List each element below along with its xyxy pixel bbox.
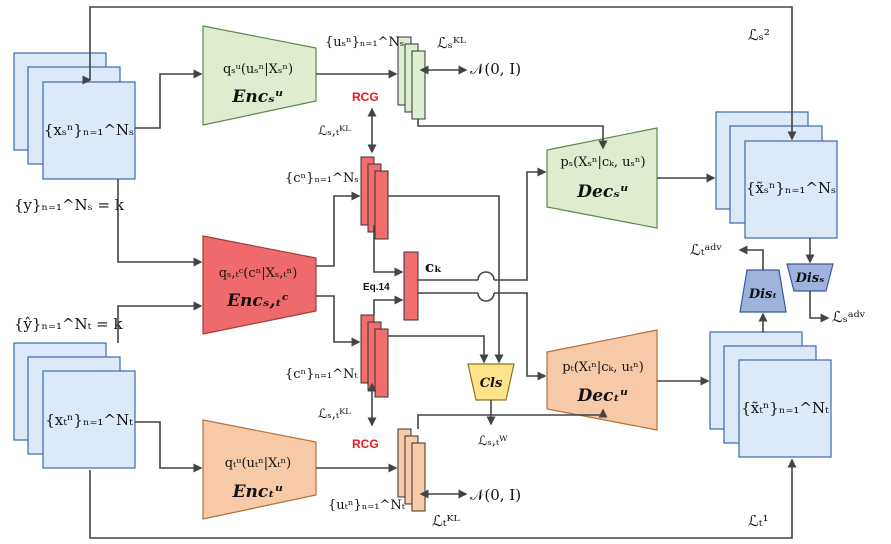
- source-recon-stack: [715, 111, 838, 239]
- enc-c-formula: qₛ,ₜᶜ(cⁿ|Xₛ,ₜⁿ): [219, 266, 298, 281]
- eq14-label: Eq.14: [363, 282, 390, 293]
- source-decoder: [546, 127, 658, 229]
- target-private-encoder: [202, 419, 317, 520]
- classifier: [467, 363, 515, 401]
- ut-set-label: {uₜⁿ}ₙ₌₁^Nₜ: [328, 498, 406, 513]
- source-input-stack: [13, 52, 136, 180]
- source-private-encoder: [202, 25, 317, 126]
- shared-content-encoder: [202, 235, 317, 335]
- recon-t-label: {x̃ₜⁿ}ₙ₌₁^Nₜ: [741, 399, 829, 417]
- recon-s-loss: ℒₛ²: [748, 26, 770, 44]
- kl-s-loss: ℒₛᴷᴸ: [437, 34, 467, 52]
- rcg-bottom-label: RCG: [352, 437, 379, 451]
- ct-set-label: {cⁿ}ₙ₌₁^Nₜ: [285, 367, 358, 382]
- dec-t-name: Decₜᵘ: [576, 386, 628, 406]
- class-prototype-ck: [403, 251, 419, 321]
- kl-t-loss: ℒₜᴷᴸ: [432, 512, 461, 530]
- enc-s-formula: qₛᵘ(uₛⁿ|Xₛⁿ): [223, 62, 293, 77]
- normal-prior-top: 𝒩(0, I): [470, 60, 521, 78]
- dec-t-formula: pₜ(Xₜⁿ|cₖ, uₜⁿ): [562, 360, 644, 375]
- kl-st-top-loss: ℒₛ,ₜᴷᴸ: [318, 124, 351, 139]
- rcg-top-label: RCG: [352, 90, 379, 104]
- connectors: [89, 6, 830, 539]
- target-discriminator: [739, 269, 787, 313]
- source-input-label: {xₛⁿ}ₙ₌₁^Nₛ: [44, 121, 134, 139]
- normal-prior-bottom: 𝒩(0, I): [470, 486, 521, 504]
- ck-label: cₖ: [425, 258, 442, 276]
- enc-s-name: Encₛᵘ: [231, 87, 283, 107]
- cs-set-label: {cⁿ}ₙ₌₁^Nₛ: [285, 171, 359, 186]
- target-content-latent: [360, 314, 389, 398]
- source-discriminator: [786, 263, 834, 292]
- adv-s-loss: ℒₛᵃᵈᵛ: [832, 308, 866, 326]
- enc-t-formula: qₜᵘ(uₜⁿ|Xₜⁿ): [225, 456, 292, 471]
- target-decoder: [546, 329, 658, 431]
- target-recon-stack: [709, 331, 832, 458]
- source-content-latent: [360, 156, 389, 240]
- adv-t-loss: ℒₜᵃᵈᵛ: [690, 241, 722, 259]
- us-set-label: {uₛⁿ}ₙ₌₁^Nₛ: [325, 35, 404, 50]
- enc-c-name: Encₛ,ₜᶜ: [226, 291, 289, 311]
- enc-t-name: Encₜᵘ: [232, 482, 284, 502]
- dec-s-formula: pₛ(Xₛⁿ|cₖ, uₛⁿ): [560, 155, 645, 170]
- kl-st-bottom-loss: ℒₛ,ₜᴷᴸ: [318, 407, 351, 422]
- dec-s-name: Decₛᵘ: [576, 182, 628, 202]
- recon-s-label: {x̃ₛⁿ}ₙ₌₁^Nₛ: [746, 179, 836, 197]
- wasserstein-loss: ℒₛ,ₜᵂ: [478, 434, 508, 449]
- recon-t-loss: ℒₜ¹: [748, 512, 769, 530]
- cls-name: Cls: [480, 376, 503, 391]
- dis-t-name: Disₜ: [748, 287, 778, 302]
- target-private-latent: [397, 428, 426, 512]
- target-input-stack: [13, 342, 136, 469]
- source-label-set: {y}ₙ₌₁^Nₛ = k: [14, 196, 125, 214]
- target-label-set: {ŷ}ₙ₌₁^Nₜ = k: [14, 315, 123, 333]
- target-input-label: {xₜⁿ}ₙ₌₁^Nₜ: [45, 411, 133, 429]
- dis-s-name: Disₛ: [795, 271, 825, 286]
